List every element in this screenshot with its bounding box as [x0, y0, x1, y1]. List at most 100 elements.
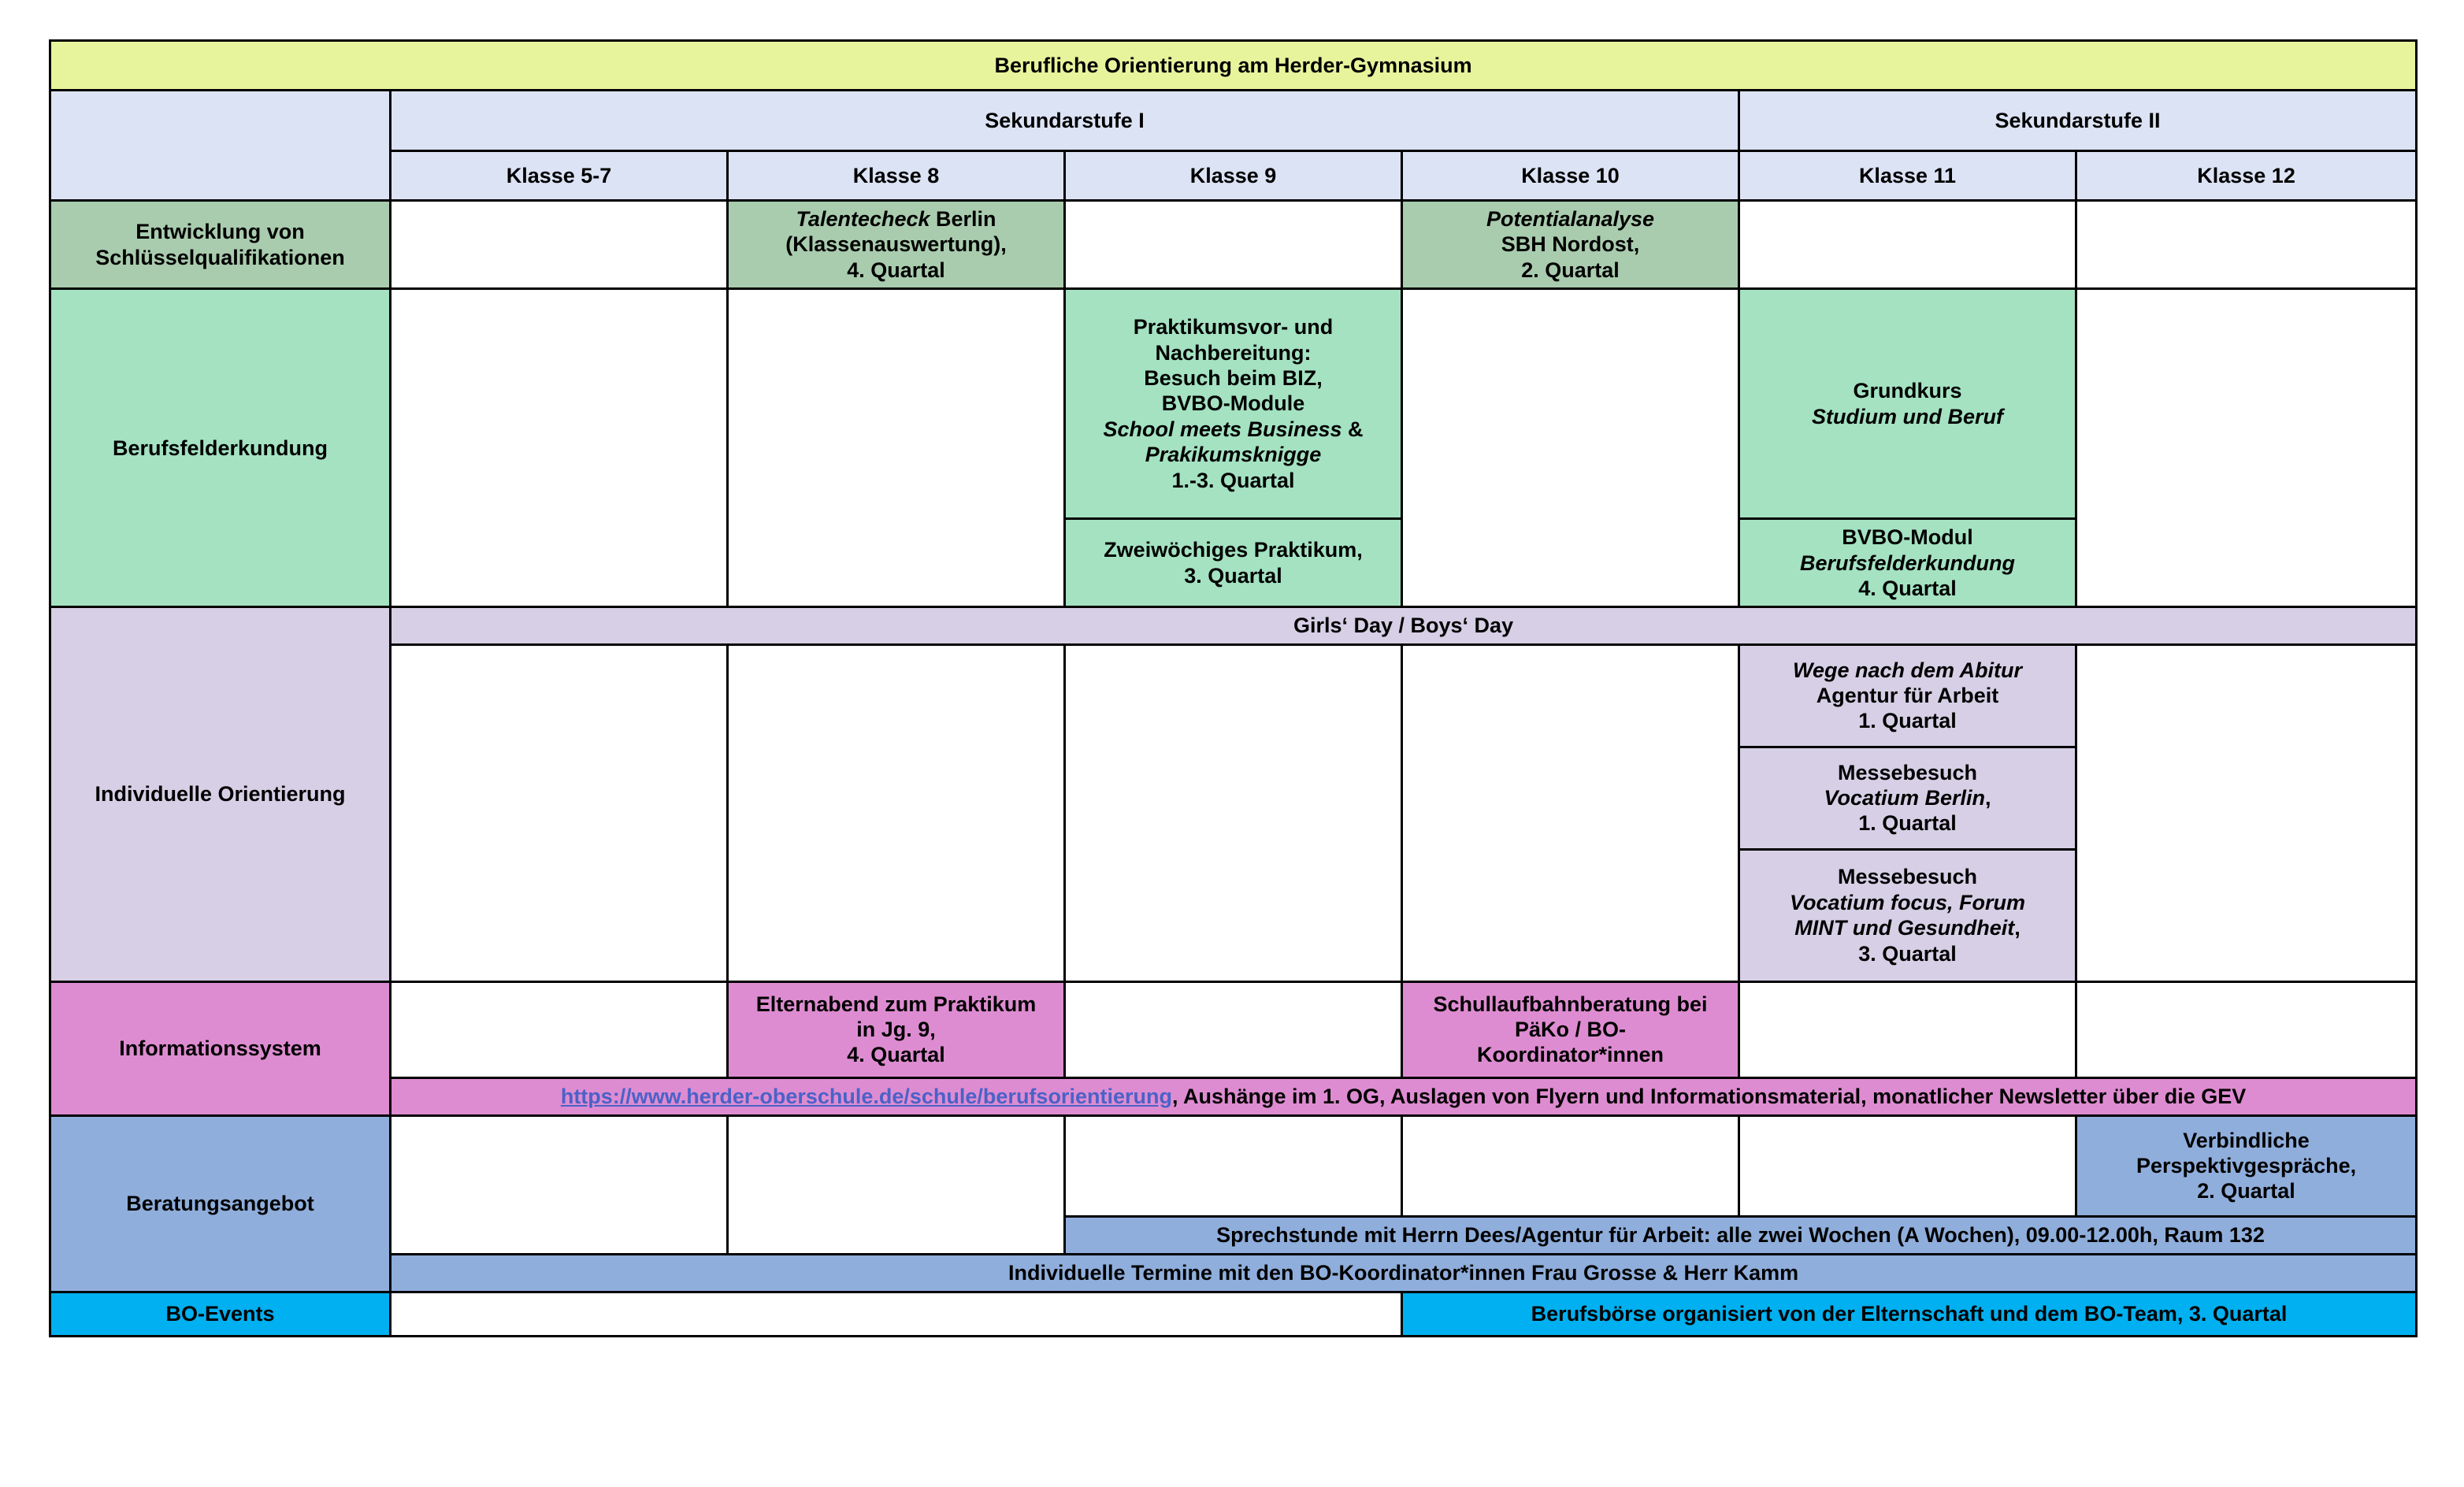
title-row: Berufliche Orientierung am Herder-Gymnas… — [48, 39, 2418, 91]
cell-is-klasse-9 — [1063, 980, 1403, 1079]
io-k11c-line3-rest: , — [2014, 916, 2021, 940]
io-k11b-line1: Messebesuch — [1837, 760, 1978, 784]
cell-is-klasse-12 — [2074, 980, 2418, 1079]
cell-sq-klasse-9 — [1063, 198, 1403, 291]
cell-ba-klasse-5-7 — [389, 1114, 729, 1255]
bf-k11-bottom-emphasis: Berufsfelderkundung — [1799, 551, 2016, 575]
bf-k11-bottom-line3: 4. Quartal — [1858, 576, 1957, 600]
io-k11a-line3: 1. Quartal — [1858, 709, 1957, 733]
is-k8-line2: in Jg. 9, — [856, 1018, 936, 1042]
header-sekundarstufe-1: Sekundarstufe I — [389, 89, 1740, 152]
header-sekundarstufe-2: Sekundarstufe II — [1737, 89, 2418, 152]
page-title: Berufliche Orientierung am Herder-Gymnas… — [48, 39, 2418, 91]
io-k11c-line4: 3. Quartal — [1858, 941, 1957, 966]
cell-is-klasse-10: Schullaufbahnberatung bei PäKo / BO- Koo… — [1401, 980, 1740, 1079]
cell-sq-klasse-12 — [2074, 198, 2418, 291]
sq-k10-line2: SBH Nordost, — [1501, 232, 1640, 257]
row-label-beratungsangebot: Beratungsangebot — [49, 1114, 391, 1293]
berufliche-orientierung-table: Berufliche Orientierung am Herder-Gymnas… — [48, 39, 2418, 1337]
cell-ba-klasse-8 — [726, 1114, 1066, 1255]
row-individuelle-orientierung-c: Messebesuch Vocatium focus, Forum MINT u… — [50, 847, 2417, 983]
row-label-individuelle-orientierung: Individuelle Orientierung — [49, 606, 391, 983]
cell-io-klasse-11-a: Wege nach dem Abitur Agentur für Arbeit … — [1738, 643, 2077, 748]
sq-k10-emphasis: Potentialanalyse — [1486, 207, 1655, 231]
info-sources-rest: , Aushänge im 1. OG, Auslagen von Flyern… — [1171, 1085, 2247, 1109]
cell-sq-klasse-10: Potentialanalyse SBH Nordost, 2. Quartal — [1401, 198, 1740, 291]
sq-k8-line2: (Klassenauswertung), — [785, 232, 1007, 257]
sq-k8-line1-rest: Berlin — [930, 207, 996, 231]
cell-individuelle-termine: Individuelle Termine mit den BO-Koordina… — [388, 1252, 2418, 1293]
bf-k9-line4: BVBO-Module — [1161, 391, 1305, 416]
row-berufsfelderkundung-upper: Berufsfelderkundung Praktikumsvor- und N… — [49, 287, 2418, 609]
cell-ba-klasse-10 — [1401, 1114, 1740, 1218]
bf-k11-bottom-line1: BVBO-Modul — [1842, 525, 1973, 550]
is-k10-line3: Koordinator*innen — [1477, 1043, 1664, 1067]
row-girls-boys-day: Individuelle Orientierung Girls‘ Day / B… — [49, 606, 2418, 983]
bf-k11-top-line1: Grundkurs — [1853, 379, 1962, 403]
bf-k9-line1: Praktikumsvor- und — [1133, 315, 1334, 339]
header-klasse-8: Klasse 8 — [726, 150, 1066, 202]
cell-bf-klasse-12 — [2074, 287, 2418, 609]
cell-bf-klasse-8 — [726, 287, 1066, 609]
bf-k9-bottom-line1: Zweiwöchiges Praktikum, — [1104, 538, 1363, 562]
row-informationssystem: Informationssystem Elternabend zum Prakt… — [49, 980, 2418, 1117]
bf-k9-line5-rest: & — [1341, 417, 1364, 441]
is-k8-line3: 4. Quartal — [847, 1043, 945, 1067]
ba-k12-line1: Verbindliche — [2183, 1128, 2310, 1152]
cell-io-klasse-10 — [1401, 643, 1740, 983]
cell-ba-klasse-11 — [1738, 1114, 2077, 1218]
cell-is-klasse-5-7 — [389, 980, 729, 1079]
cell-bf-klasse-9-top: Praktikumsvor- und Nachbereitung: Besuch… — [1063, 287, 1403, 521]
bo-overview-table-sheet: Berufliche Orientierung am Herder-Gymnas… — [48, 39, 2418, 1337]
cell-sq-klasse-11 — [1738, 198, 2077, 291]
header-klasse-10: Klasse 10 — [1401, 150, 1740, 202]
cell-sq-klasse-5-7 — [389, 198, 729, 291]
row-bo-events: BO-Events Berufsbörse organisiert von de… — [49, 1290, 2418, 1337]
cell-bo-events-blank — [389, 1290, 1403, 1337]
row-label-berufsfelderkundung: Berufsfelderkundung — [49, 287, 391, 609]
header-klasse-12: Klasse 12 — [2074, 150, 2418, 202]
cell-bf-klasse-5-7 — [389, 287, 729, 609]
io-k11b-emphasis: Vocatium Berlin — [1824, 786, 1986, 810]
row-berufsfelderkundung-lower: Zweiwöchiges Praktikum, 3. Quartal BVBO-… — [50, 517, 2417, 609]
cell-io-klasse-5-7 — [389, 643, 729, 983]
cell-io-klasse-12 — [2074, 643, 2418, 983]
header-klasse-11: Klasse 11 — [1738, 150, 2077, 202]
header-klasse-5-7: Klasse 5-7 — [389, 150, 729, 202]
header-klasse-row: Klasse 5-7 Klasse 8 Klasse 9 Klasse 10 K… — [50, 150, 2418, 202]
io-k11a-emphasis: Wege nach dem Abitur — [1792, 658, 2023, 682]
io-k11b-line2-rest: , — [1985, 786, 1991, 810]
cell-io-klasse-8 — [726, 643, 1066, 983]
io-k11a-line2: Agentur für Arbeit — [1816, 684, 1999, 708]
bf-k9-line3: Besuch beim BIZ, — [1144, 366, 1323, 391]
cell-io-klasse-11-b: Messebesuch Vocatium Berlin, 1. Quartal — [1738, 745, 2077, 851]
ba-k12-line2: Perspektivgespräche, — [2136, 1154, 2357, 1178]
header-klasse-9: Klasse 9 — [1063, 150, 1403, 202]
bf-k9-line6-emphasis: Prakikumsknigge — [1145, 443, 1322, 467]
ba-k12-line3: 2. Quartal — [2197, 1179, 2295, 1203]
cell-ba-klasse-9 — [1063, 1114, 1403, 1218]
bf-k9-line5-emphasis: School meets Business — [1103, 417, 1342, 441]
cell-io-klasse-9 — [1063, 643, 1403, 983]
is-k8-line1: Elternabend zum Praktikum — [755, 992, 1037, 1016]
website-link[interactable]: https://www.herder-oberschule.de/schule/… — [560, 1085, 1172, 1109]
header-stufe-row: Sekundarstufe I Sekundarstufe II — [49, 89, 2418, 202]
row-label-bo-events: BO-Events — [49, 1290, 391, 1337]
row-individuelle-orientierung-a: Wege nach dem Abitur Agentur für Arbeit … — [50, 643, 2418, 983]
is-k10-line2: PäKo / BO- — [1514, 1018, 1626, 1042]
cell-info-sources: https://www.herder-oberschule.de/schule/… — [388, 1076, 2418, 1117]
cell-ba-klasse-12: Verbindliche Perspektivgespräche, 2. Qua… — [2074, 1114, 2418, 1218]
row-label-schluesselqualifikationen: Entwicklung von Schlüsselqualifikationen — [49, 198, 391, 291]
cell-bf-klasse-10 — [1401, 287, 1740, 609]
bf-k9-line2: Nachbereitung: — [1155, 340, 1312, 365]
cell-is-klasse-11 — [1738, 980, 2077, 1079]
cell-girls-boys-day: Girls‘ Day / Boys‘ Day — [388, 606, 2418, 646]
cell-bf-klasse-9-bottom: Zweiwöchiges Praktikum, 3. Quartal — [1063, 517, 1403, 609]
sq-k10-line3: 2. Quartal — [1521, 258, 1620, 282]
row-beratungsangebot-termine: Individuelle Termine mit den BO-Koordina… — [50, 1252, 2418, 1293]
cell-io-klasse-11-c: Messebesuch Vocatium focus, Forum MINT u… — [1738, 847, 2077, 983]
io-k11c-line3-emphasis: MINT und Gesundheit — [1794, 916, 2015, 940]
bf-k9-line7: 1.-3. Quartal — [1171, 468, 1295, 492]
row-beratungsangebot-a: Beratungsangebot Verbindliche Perspektiv… — [49, 1114, 2418, 1293]
io-k11b-line3: 1. Quartal — [1858, 811, 1957, 836]
